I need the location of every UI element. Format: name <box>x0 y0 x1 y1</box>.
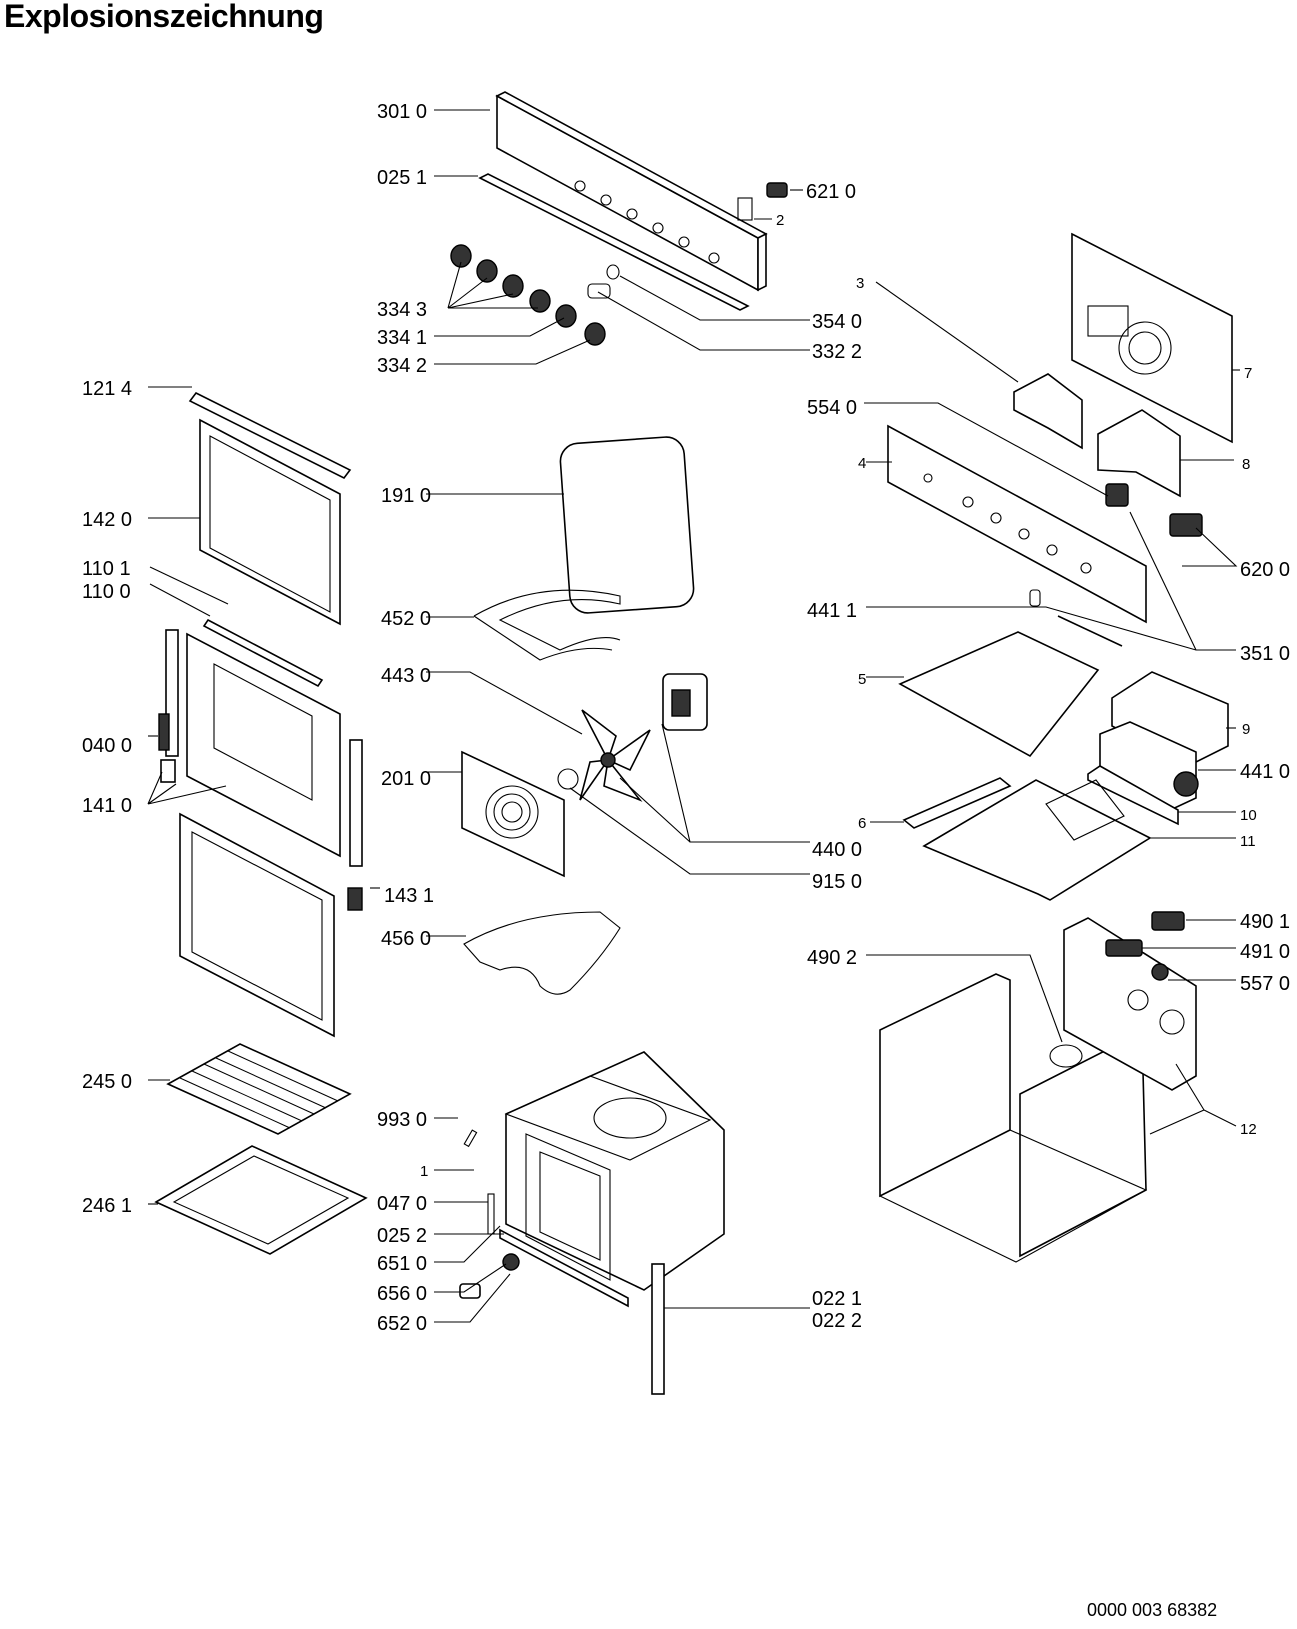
label-4: 4 <box>858 455 866 472</box>
label-191-0: 191 0 <box>381 485 431 507</box>
leader-lines <box>147 109 1240 1323</box>
label-490-1: 490 1 <box>1240 911 1290 933</box>
label-441-1: 441 1 <box>807 600 857 622</box>
connector-part <box>1151 911 1185 931</box>
rod-part <box>1057 615 1123 647</box>
fan-blade-part <box>579 709 651 802</box>
label-246-1: 246 1 <box>82 1195 132 1217</box>
label-334-3: 334 3 <box>377 299 427 321</box>
label-443-0: 443 0 <box>381 665 431 687</box>
inner-door-part <box>158 629 363 867</box>
label-143-1: 143 1 <box>384 885 434 907</box>
side-rail-part <box>651 1263 665 1395</box>
outer-casing-part <box>878 917 1197 1263</box>
label-025-1: 025 1 <box>377 167 427 189</box>
label-047-0: 047 0 <box>377 1193 427 1215</box>
label-12: 12 <box>1240 1121 1257 1138</box>
label-490-2: 490 2 <box>807 947 857 969</box>
control-bracket-part <box>887 424 1147 624</box>
thermostat-knob-part <box>459 1253 520 1299</box>
oven-cavity-part <box>504 1051 725 1291</box>
label-334-2: 334 2 <box>377 355 427 377</box>
label-5: 5 <box>858 671 866 688</box>
label-025-2: 025 2 <box>377 1225 427 1247</box>
label-621-0: 621 0 <box>806 181 856 203</box>
hinge-part <box>347 887 363 911</box>
label-201-0: 201 0 <box>381 768 431 790</box>
fan-cover-part <box>461 750 565 878</box>
label-9: 9 <box>1242 721 1250 738</box>
label-3: 3 <box>856 275 864 292</box>
switch-part <box>737 182 788 221</box>
label-11: 11 <box>1240 833 1256 850</box>
bottom-heater-part <box>463 911 621 995</box>
label-915-0: 915 0 <box>812 871 862 893</box>
terminal-strip-part <box>1105 939 1143 957</box>
inner-glass-frame-part <box>179 812 335 1038</box>
label-354-0: 354 0 <box>812 311 862 333</box>
label-040-0: 040 0 <box>82 735 132 757</box>
outer-glass-part <box>199 418 341 626</box>
label-491-0: 491 0 <box>1240 941 1290 963</box>
label-656-0: 656 0 <box>377 1283 427 1305</box>
label-245-0: 245 0 <box>82 1071 132 1093</box>
label-6: 6 <box>858 815 866 832</box>
label-110-1: 110 1 <box>82 558 131 580</box>
indicator-lamp-part <box>1151 963 1169 981</box>
label-10: 10 <box>1240 807 1257 824</box>
label-332-2: 332 2 <box>812 341 862 363</box>
label-651-0: 651 0 <box>377 1253 427 1275</box>
label-441-0: 441 0 <box>1240 761 1290 783</box>
latch-part <box>487 1193 495 1235</box>
label-8: 8 <box>1242 456 1250 473</box>
top-heater-part <box>473 589 621 661</box>
document-number: 0000 003 68382 <box>1087 1600 1218 1620</box>
label-456-0: 456 0 <box>381 928 431 950</box>
label-452-0: 452 0 <box>381 608 431 630</box>
label-557-0: 557 0 <box>1240 973 1290 995</box>
shelf-part <box>166 1043 352 1135</box>
back-wall-part <box>1071 232 1233 444</box>
thermostat-part <box>1105 483 1129 507</box>
terminal-block-part <box>1169 513 1203 537</box>
label-110-0: 110 0 <box>82 581 131 603</box>
tray-part <box>154 1145 368 1255</box>
label-620-0: 620 0 <box>1240 559 1290 581</box>
door-top-part <box>188 391 352 480</box>
page-title: Explosionszeichnung <box>4 0 324 34</box>
label-301-0: 301 0 <box>377 101 427 123</box>
knobs-part <box>450 244 620 346</box>
label-440-0: 440 0 <box>812 839 862 861</box>
label-351-0: 351 0 <box>1240 643 1290 665</box>
part-labels: 301 0 025 1 621 0 2 334 3 334 1 334 2 35… <box>82 101 1290 1335</box>
electronics-box-part <box>1087 671 1229 826</box>
label-993-0: 993 0 <box>377 1109 427 1131</box>
label-334-1: 334 1 <box>377 327 427 349</box>
label-554-0: 554 0 <box>807 397 857 419</box>
label-2: 2 <box>776 212 784 229</box>
label-142-0: 142 0 <box>82 509 132 531</box>
label-022-1: 022 1 <box>812 1288 862 1310</box>
cover-part <box>1013 373 1083 450</box>
housing-part <box>1097 409 1181 498</box>
screw-part <box>463 1129 478 1148</box>
gasket-part <box>559 436 695 614</box>
rail-part <box>902 777 1012 829</box>
label-7: 7 <box>1244 365 1252 382</box>
door-handle-part <box>202 618 324 688</box>
label-1: 1 <box>420 1163 428 1180</box>
top-panel-part <box>898 631 1100 758</box>
cavity-front-trim-part <box>499 1228 629 1308</box>
label-141-0: 141 0 <box>82 795 132 817</box>
label-022-2: 022 2 <box>812 1310 862 1332</box>
control-panel-part <box>478 91 768 311</box>
label-121-4: 121 4 <box>82 378 132 400</box>
base-plate-part <box>922 779 1152 901</box>
fan-motor-part <box>557 673 708 790</box>
label-652-0: 652 0 <box>377 1313 427 1335</box>
